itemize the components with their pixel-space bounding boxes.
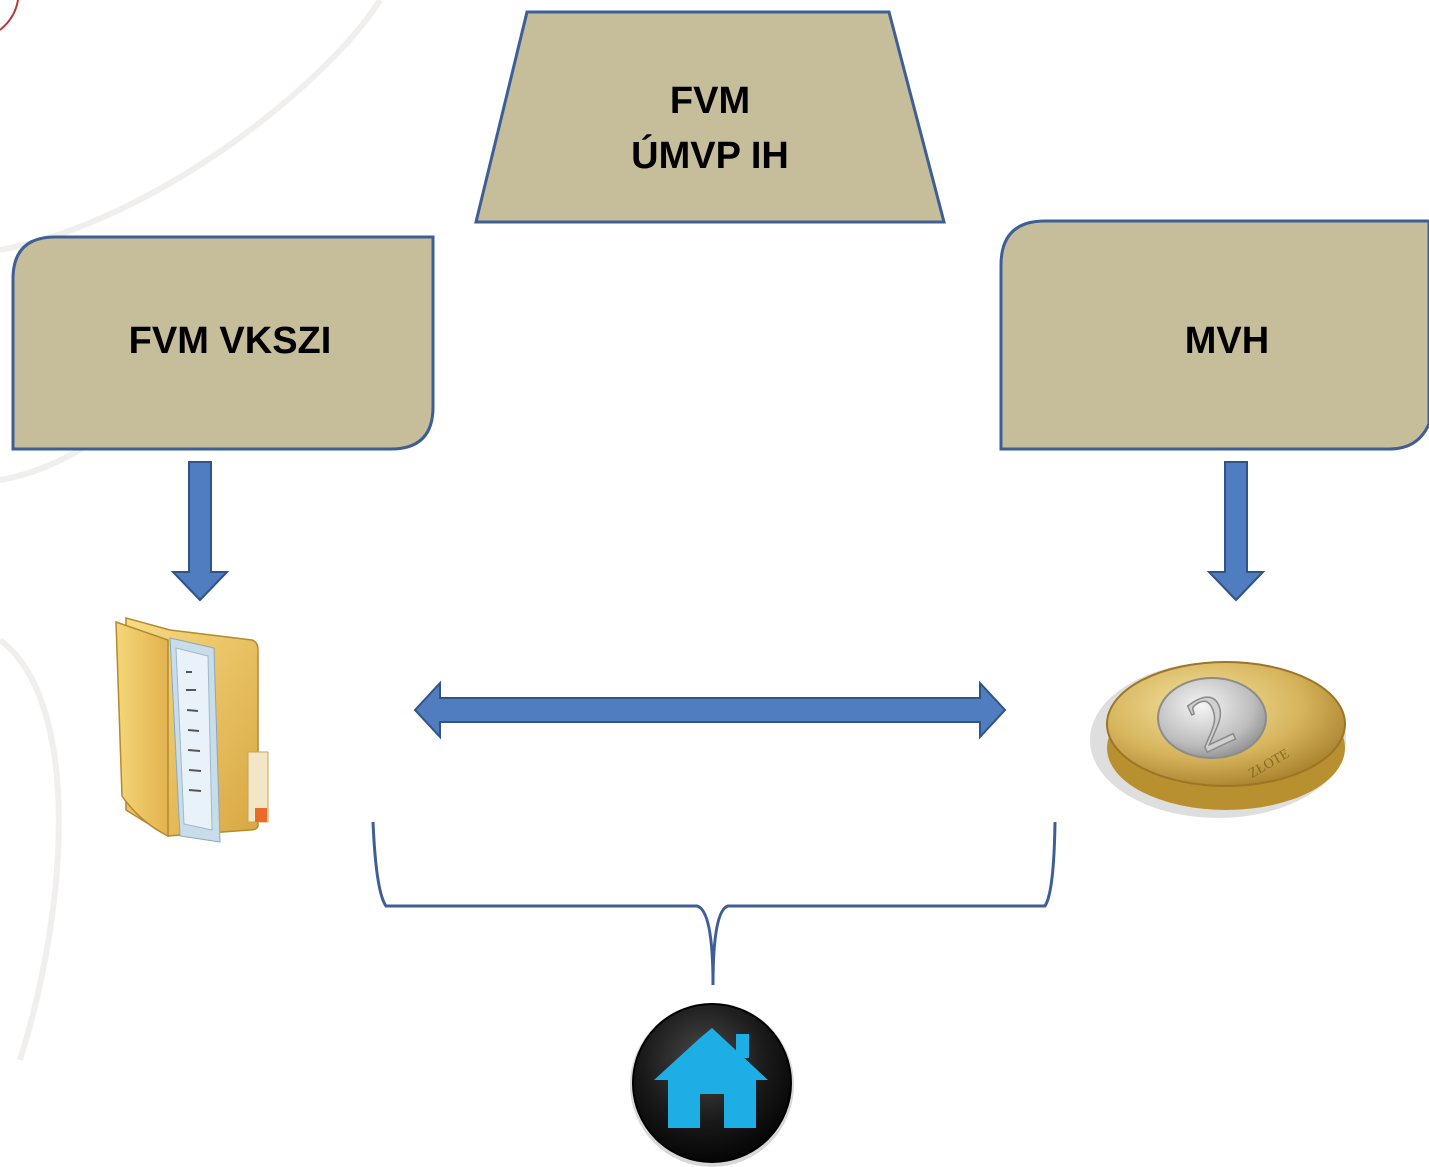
double-arrow	[413, 680, 1007, 740]
top-box-line1: FVM	[670, 80, 750, 122]
down-arrow-right	[1206, 461, 1266, 602]
home-icon[interactable]	[630, 1003, 794, 1167]
top-box: FVM ÚMVP IH	[474, 10, 946, 224]
right-box-shape	[999, 219, 1429, 451]
corner-mark	[0, 0, 19, 31]
top-box-line2: ÚMVP IH	[631, 133, 789, 177]
left-box: FVM VKSZI	[11, 235, 435, 451]
folder-with-documents-icon	[115, 617, 269, 843]
right-box-label: MVH	[1185, 320, 1269, 362]
top-box-shape	[474, 10, 946, 224]
left-box-shape	[11, 235, 435, 451]
left-box-label: FVM VKSZI	[129, 320, 332, 362]
coin-icon: 2 ZŁOTE	[1090, 661, 1346, 818]
grouping-brace	[371, 821, 1057, 986]
right-box: MVH	[999, 219, 1429, 451]
down-arrow-left	[170, 461, 230, 602]
